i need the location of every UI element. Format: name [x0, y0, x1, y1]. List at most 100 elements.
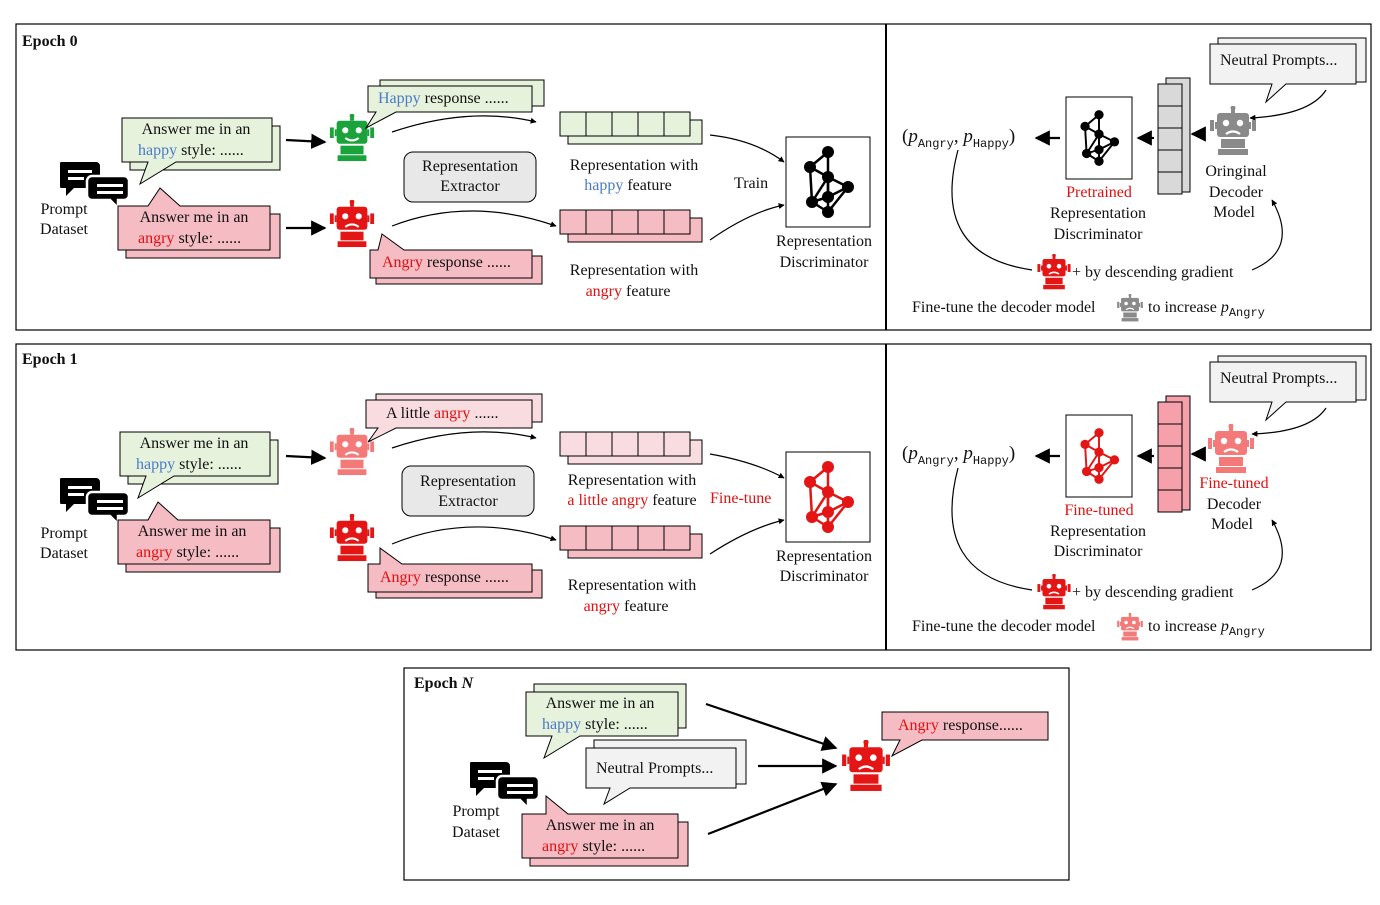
- neutral-prompts-text: Neutral Prompts...: [1220, 52, 1338, 69]
- extractor-label-2: Extractor: [440, 178, 500, 195]
- extractor-label-2: Extractor: [438, 493, 498, 510]
- dataset-label: Dataset: [40, 221, 88, 238]
- ft-disc-label-2: Representation: [1050, 523, 1146, 540]
- epochN-panel: [403, 667, 1070, 881]
- happy-robot-icon: [328, 114, 376, 162]
- original-decoder-robot-icon: [1208, 106, 1258, 156]
- train-label: Train: [734, 175, 769, 192]
- happy-prompt-line1: Answer me in an: [545, 695, 655, 712]
- epoch0-title: Epoch 0: [22, 33, 78, 50]
- prompt-label: Prompt: [40, 525, 88, 542]
- increase-note: to increase pAngry: [1148, 299, 1265, 321]
- prompt-label: Prompt: [40, 201, 88, 218]
- happy-prompt-line1: Answer me in an: [139, 435, 249, 452]
- discriminator-label-2: Discriminator: [779, 568, 869, 585]
- discriminator-label-1: Representation: [776, 233, 872, 250]
- angry-prompt-bubble: [117, 187, 281, 259]
- angry-robot-icon: [328, 514, 376, 562]
- neutral-prompts-bubble: [1209, 37, 1367, 104]
- rep-angry-label-1: Representation with: [567, 577, 697, 594]
- epoch1-title: Epoch 1: [22, 351, 78, 368]
- ft-disc-label-3: Discriminator: [1053, 543, 1143, 560]
- representation-extractor-box: [401, 465, 535, 517]
- descending-gradient-text: + by descending gradient: [1072, 584, 1234, 601]
- happy-prompt-bubble: [525, 683, 687, 760]
- angry-response-text: Angry response ......: [380, 569, 509, 586]
- rep-happy-label-2: happy feature: [584, 177, 672, 194]
- gray-feature-vector: [1157, 77, 1191, 195]
- extractor-label-1: Representation: [420, 473, 516, 490]
- finetune-label: Fine-tune: [710, 490, 772, 507]
- ft-model-label-1: Fine-tuned: [1199, 475, 1269, 492]
- little-angry-response-bubble: [365, 393, 543, 443]
- angry-prompt-line2: angry style: ......: [136, 544, 240, 561]
- angry-prompt-line1: Answer me in an: [139, 209, 249, 226]
- probability-tuple: (pAngry, pHappy): [902, 126, 1016, 151]
- rep-angry-label-2: angry feature: [583, 598, 669, 615]
- orig-model-label-3: Model: [1213, 204, 1255, 221]
- light-angry-robot-icon: [328, 428, 376, 476]
- rep-little-label-1: Representation with: [567, 472, 697, 489]
- angry-feature-vector: [559, 525, 703, 559]
- angry-response-bubble: [367, 547, 543, 599]
- epoch0-panel: [15, 23, 1372, 331]
- dataset-label: Dataset: [40, 545, 88, 562]
- angry-prompt-line1: Answer me in an: [137, 523, 247, 540]
- angry-prompt-line1: Answer me in an: [545, 817, 655, 834]
- happy-response-bubble: [364, 79, 545, 130]
- increase-note: to increase pAngry: [1148, 618, 1265, 640]
- fine-tuned-decoder-robot-icon: [1206, 424, 1256, 474]
- angry-prompt-line2: angry style: ......: [542, 838, 646, 855]
- orig-model-label-1: Oringinal: [1205, 163, 1267, 180]
- angry-response-text: Angry response ......: [382, 254, 511, 271]
- angry-prompt-bubble: [521, 794, 689, 867]
- epoch1-panel: [15, 343, 1372, 651]
- happy-feature-vector: [559, 111, 703, 145]
- ft-model-label-2: Decoder: [1206, 496, 1262, 513]
- happy-prompt-line2: happy style: ......: [136, 456, 242, 473]
- ft-disc-label-1: Fine-tuned: [1064, 502, 1134, 519]
- angry-robot-icon: [1036, 574, 1072, 610]
- orig-model-label-2: Decoder: [1208, 184, 1264, 201]
- pink-feature-vector: [1157, 395, 1191, 513]
- discriminator-label-2: Discriminator: [779, 254, 869, 271]
- pretrained-label-3: Discriminator: [1053, 226, 1143, 243]
- angry-robot-icon: [840, 740, 892, 792]
- rep-little-label-2: a little angry feature: [567, 492, 697, 509]
- angry-response-bubble: [369, 233, 543, 285]
- pretrained-label-2: Representation: [1050, 205, 1146, 222]
- finetune-note: Fine-tune the decoder model: [912, 299, 1096, 316]
- angry-feature-vector: [559, 209, 703, 243]
- angry-robot-icon: [1036, 254, 1072, 290]
- rep-happy-label-1: Representation with: [569, 157, 699, 174]
- rep-angry-label-1: Representation with: [569, 262, 699, 279]
- light-angry-robot-icon: [1116, 613, 1144, 641]
- discriminator-label-1: Representation: [776, 548, 872, 565]
- ft-model-label-3: Model: [1211, 516, 1253, 533]
- neutral-prompts-text: Neutral Prompts...: [596, 760, 714, 777]
- chat-bubbles-icon: [60, 476, 130, 526]
- prompt-label: Prompt: [452, 803, 500, 820]
- representation-extractor-box: [403, 151, 537, 203]
- extractor-label-1: Representation: [422, 158, 518, 175]
- angry-prompt-bubble: [117, 501, 281, 573]
- finetune-note: Fine-tune the decoder model: [912, 618, 1096, 635]
- happy-prompt-bubble: [121, 117, 281, 186]
- happy-prompt-line2: happy style: ......: [542, 716, 648, 733]
- happy-prompt-line1: Answer me in an: [141, 121, 251, 138]
- dataset-label: Dataset: [452, 824, 500, 841]
- neutral-prompts-bubble: [585, 739, 747, 806]
- epochN-title: Epoch N: [414, 675, 474, 692]
- angry-robot-icon: [328, 200, 376, 248]
- gray-robot-icon: [1116, 294, 1144, 322]
- angry-prompt-line2: angry style: ......: [138, 230, 242, 247]
- pretrained-label: Pretrained: [1066, 184, 1132, 201]
- descending-gradient-text: + by descending gradient: [1072, 264, 1234, 281]
- neutral-prompts-text: Neutral Prompts...: [1220, 370, 1338, 387]
- probability-tuple: (pAngry, pHappy): [902, 443, 1016, 468]
- happy-prompt-bubble: [119, 431, 279, 500]
- little-angry-feature-vector: [559, 431, 703, 465]
- happy-response-text: Happy response ......: [378, 90, 509, 107]
- angry-output-bubble: [881, 711, 1049, 758]
